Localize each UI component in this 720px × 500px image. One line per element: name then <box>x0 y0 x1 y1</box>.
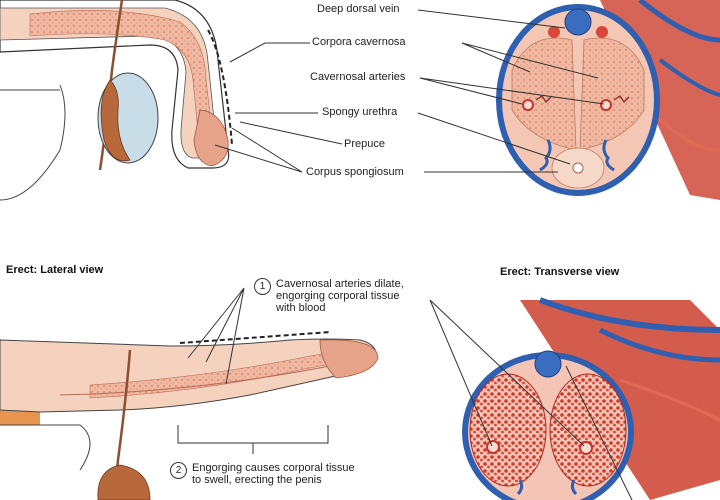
leader-dorsal-vein <box>417 9 566 29</box>
leader-prepuce <box>239 121 343 145</box>
deep-dorsal-vein-section <box>564 8 592 36</box>
step1-number: 1 <box>254 278 271 295</box>
dorsal-artery-left <box>548 26 560 38</box>
urethra-lumen <box>572 162 584 174</box>
leader-cc-transverse <box>461 42 599 79</box>
thigh-outline <box>0 84 66 201</box>
dorsal-artery-right <box>596 26 608 38</box>
erect-cavernosal-left <box>486 440 500 454</box>
erect-lateral-view <box>0 331 379 500</box>
step2-number: 2 <box>170 462 187 479</box>
label-corpus-spongiosum: Corpus spongiosum <box>306 166 404 178</box>
side-vein-1 <box>638 0 720 43</box>
prepuce-edge <box>207 29 233 146</box>
leader-spongiosum-lateral <box>214 127 303 173</box>
erect-shaft <box>0 338 377 413</box>
erect-side-vein-2 <box>598 327 720 363</box>
erect-urethra <box>59 363 341 396</box>
step2-text: Engorging causes corporal tissue to swel… <box>192 462 355 486</box>
glans <box>193 109 229 167</box>
erect-side-vein-1 <box>538 297 720 333</box>
label-spongy-urethra: Spongy urethra <box>322 106 398 118</box>
erect-dorsal-vein <box>534 350 562 378</box>
leader-dorsal-erect <box>565 365 633 500</box>
erect-body-line <box>0 424 91 471</box>
step2-line-2: to swell, erecting the penis <box>192 474 322 486</box>
erect-epididymis <box>97 464 151 500</box>
label-prepuce: Prepuce <box>344 138 385 150</box>
leader-step1-lateral <box>187 287 245 385</box>
leader-urethra-transverse <box>417 112 571 165</box>
side-vein-2 <box>658 58 720 97</box>
step1-text: Cavernosal arteries dilate, engorging co… <box>276 278 404 314</box>
erect-side-artery <box>619 378 720 422</box>
top-leader-lines <box>214 9 605 173</box>
epididymis <box>100 79 131 162</box>
erect-transverse-view <box>462 297 720 500</box>
erect-transverse-title: Erect: Transverse view <box>500 266 620 278</box>
erect-cc-left <box>469 373 547 487</box>
step1-line-2: engorging corporal tissue <box>276 290 400 302</box>
helicine-arteries <box>535 95 630 104</box>
leader-cavernosal <box>419 77 605 105</box>
circumflex-veins <box>539 139 615 172</box>
label-deep-dorsal-vein: Deep dorsal vein <box>317 3 400 15</box>
label-cavernosal-arteries: Cavernosal arteries <box>310 71 406 83</box>
label-corpora-cavernosa: Corpora cavernosa <box>312 36 406 48</box>
step1-line-1: Cavernosal arteries dilate, <box>276 278 404 290</box>
step2-line-1: Engorging causes corporal tissue <box>192 462 355 474</box>
vas-deferens <box>98 0 124 171</box>
erect-length-bracket <box>177 425 329 444</box>
bottom-leader-lines <box>187 287 633 500</box>
leader-cc-lateral <box>229 42 310 63</box>
flaccid-transverse-view <box>496 0 720 200</box>
erect-circumflex-veins <box>516 479 578 496</box>
flaccid-lateral-view <box>0 0 233 201</box>
cavernosal-artery-left <box>522 99 534 111</box>
erect-lateral-title: Erect: Lateral view <box>6 264 104 276</box>
body-outline <box>0 0 230 169</box>
erect-prepuce-edge <box>179 331 331 344</box>
erect-glans <box>319 339 379 379</box>
erect-vas-deferens <box>112 349 132 500</box>
erect-cc-right <box>549 373 627 487</box>
leader-step1-transverse <box>429 299 585 447</box>
cavernosal-artery-right <box>600 99 612 111</box>
step1-line-3: with blood <box>276 302 326 314</box>
